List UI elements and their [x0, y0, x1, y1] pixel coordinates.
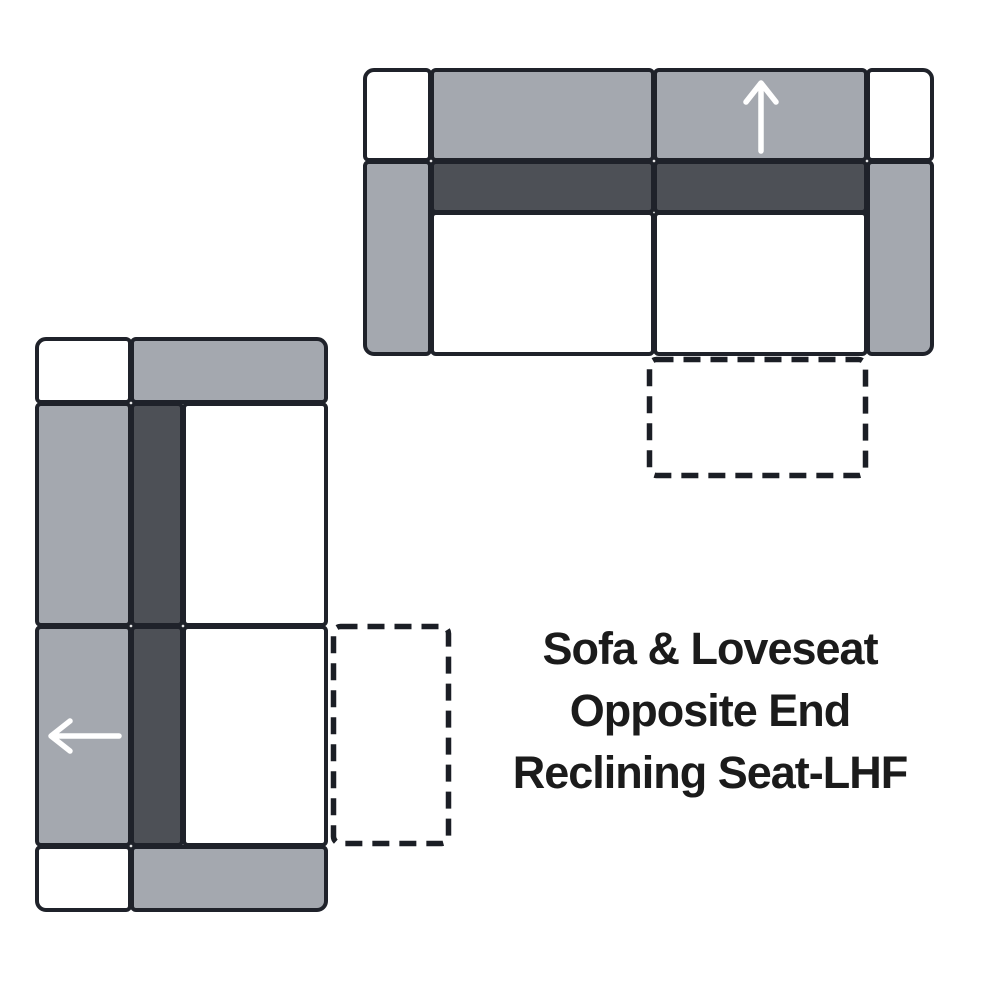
- loveseat-corner-top-left-panel: [35, 337, 132, 404]
- sofa-armrest-right-panel: [866, 160, 934, 356]
- loveseat-armrest-bottom-panel: [130, 845, 328, 912]
- title-line-1: Sofa & Loveseat: [542, 623, 878, 674]
- loveseat-backrest-upper-panel: [35, 402, 132, 627]
- sofa-corner-top-right-panel: [866, 68, 934, 162]
- loveseat-seat-lower-cushion: [182, 625, 328, 847]
- sofa-corner-top-left-panel: [363, 68, 432, 162]
- sofa-armrest-left-panel: [363, 160, 432, 356]
- loveseat-facing-direction: [40, 625, 128, 847]
- loveseat-seat-upper-cushion: [182, 402, 328, 627]
- sofa-back-rail-right-panel: [653, 160, 868, 214]
- sofa-seat-right-cushion: [653, 211, 868, 356]
- arrow-up-icon: [742, 80, 779, 154]
- sofa-facing-direction: [653, 74, 868, 158]
- title-line-2: Opposite End: [569, 685, 852, 736]
- loveseat-corner-bottom-left-panel: [35, 845, 132, 912]
- sofa-backrest-left-panel: [430, 68, 655, 162]
- arrow-left-icon: [48, 718, 122, 754]
- configuration-title: Sofa & Loveseat Opposite End Reclining S…: [478, 618, 942, 804]
- sofa-seat-left-cushion: [430, 211, 655, 356]
- loveseat-back-rail-lower-panel: [130, 625, 184, 847]
- title-line-3: Reclining Seat-LHF: [512, 747, 909, 798]
- loveseat-back-rail-upper-panel: [130, 402, 184, 627]
- loveseat-armrest-top-panel: [130, 337, 328, 404]
- loveseat-recliner-footprint-outline: [330, 623, 452, 847]
